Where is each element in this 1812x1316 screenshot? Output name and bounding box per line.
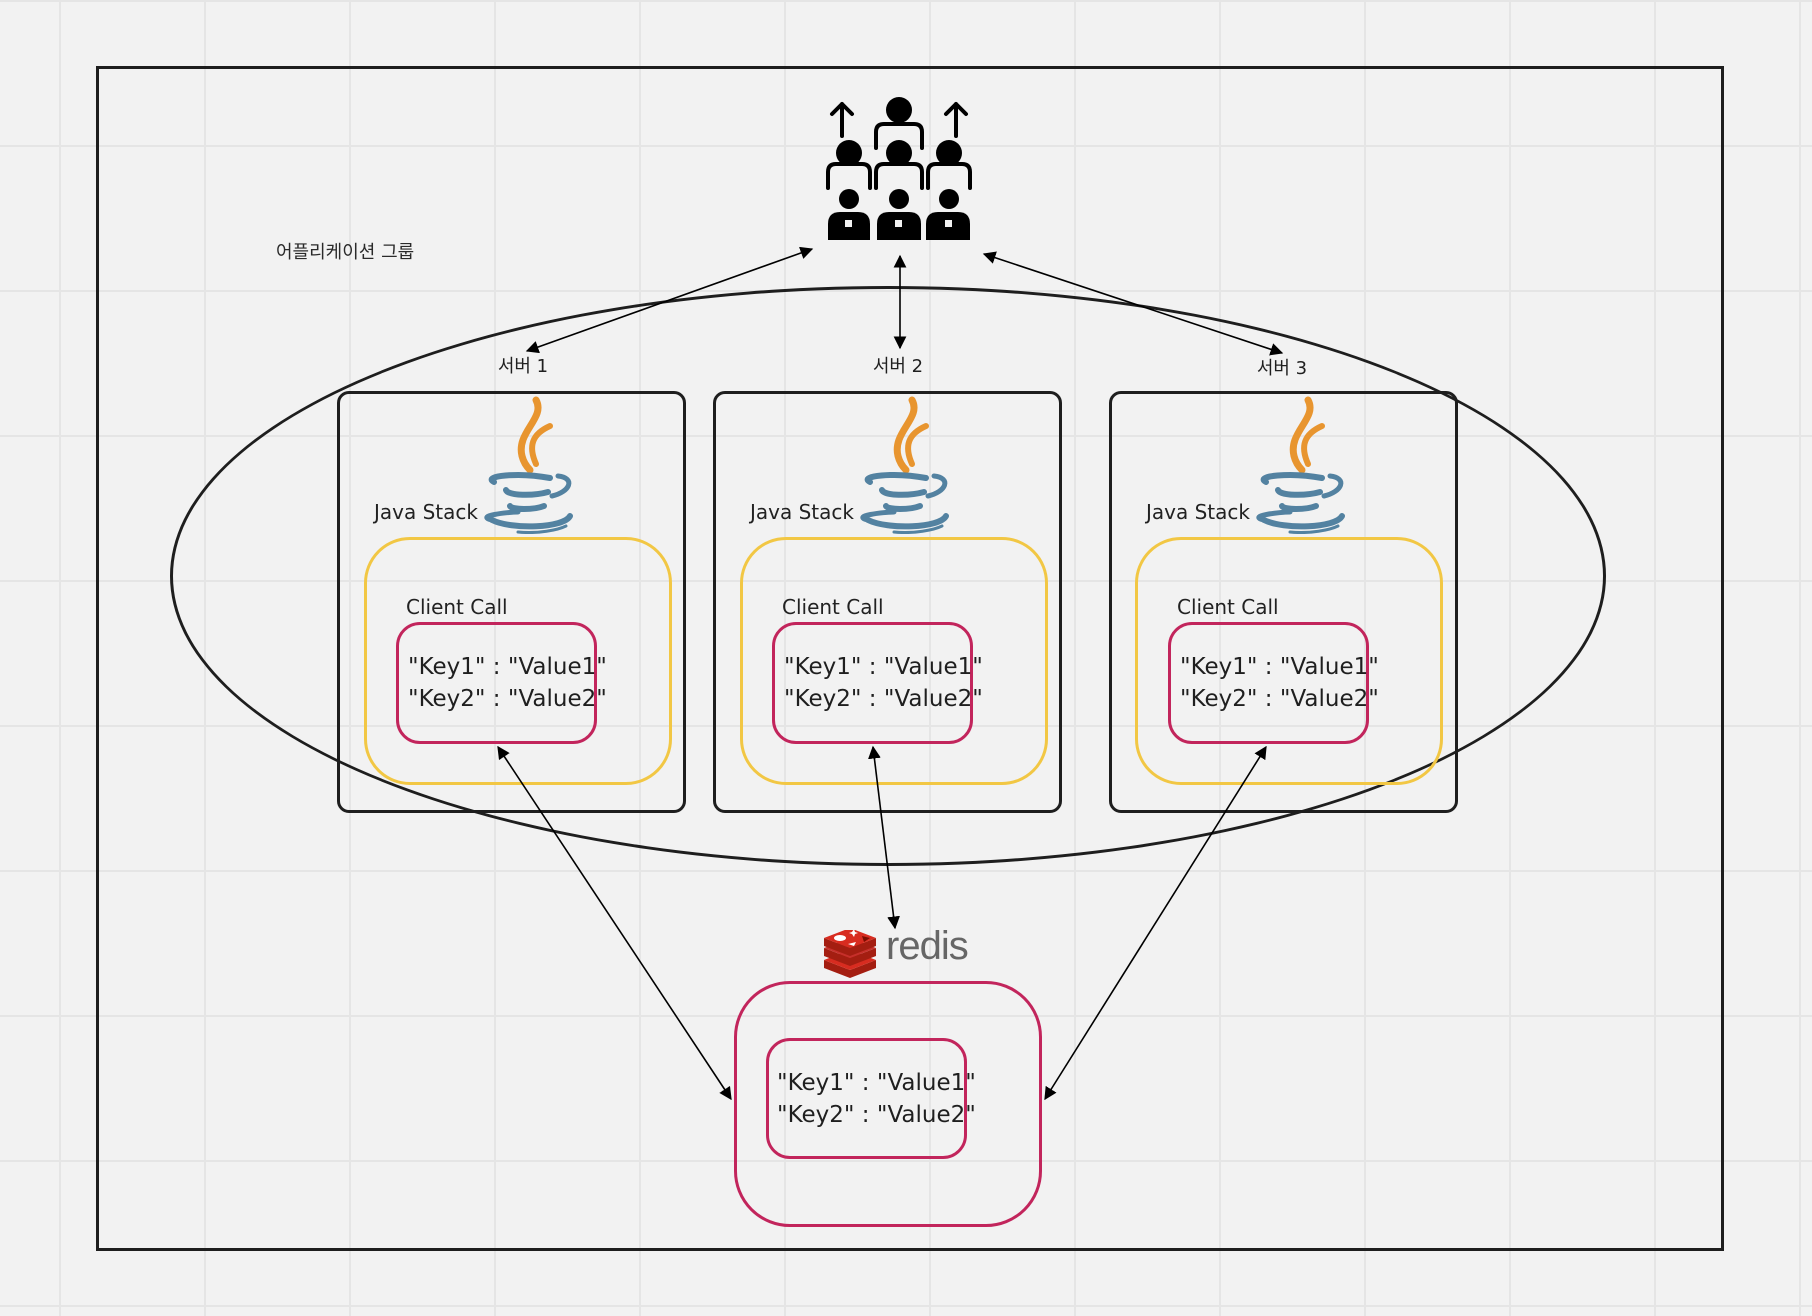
java-icon xyxy=(484,396,573,534)
server-3-cache-entries[interactable]: "Key1" : "Value1" "Key2" : "Value2" xyxy=(1168,622,1379,744)
users-group-icon xyxy=(826,97,972,240)
cache-entry: "Key1" : "Value1" xyxy=(1180,654,1379,680)
redis-container[interactable] xyxy=(734,981,1042,1227)
server-2-label: 서버 2 xyxy=(872,356,924,377)
java-icon xyxy=(1256,396,1345,534)
server-1-cache-entries[interactable]: "Key1" : "Value1" "Key2" : "Value2" xyxy=(396,622,607,744)
java-icon xyxy=(860,396,949,534)
server-1-label: 서버 1 xyxy=(497,356,549,377)
server-1-client-call-label: Client Call xyxy=(406,595,508,619)
server-3-box[interactable] xyxy=(1109,391,1458,813)
server-1-java-stack-label: Java Stack xyxy=(374,500,478,524)
application-group-label: 어플리케이션 그룹 xyxy=(276,242,415,263)
server-3-client-call-label: Client Call xyxy=(1177,595,1279,619)
redis-icon xyxy=(824,930,876,978)
redis-cache-entries[interactable]: "Key1" : "Value1" "Key2" : "Value2" xyxy=(766,1038,976,1159)
server-2-cache-entries[interactable]: "Key1" : "Value1" "Key2" : "Value2" xyxy=(772,622,983,744)
cache-entry: "Key1" : "Value1" xyxy=(777,1069,976,1096)
server-2-java-stack-label: Java Stack xyxy=(750,500,854,524)
outer-frame xyxy=(96,66,1724,1251)
server-3-java-stack-label: Java Stack xyxy=(1146,500,1250,524)
cache-entry: "Key1" : "Value1" xyxy=(408,654,607,680)
cache-entry: "Key2" : "Value2" xyxy=(408,686,607,712)
server-3-label: 서버 3 xyxy=(1256,358,1308,379)
redis-logo-text: redis xyxy=(886,924,969,968)
cache-entry: "Key2" : "Value2" xyxy=(777,1101,976,1128)
server-2-client-call-label: Client Call xyxy=(782,595,884,619)
cache-entry: "Key2" : "Value2" xyxy=(1180,686,1379,712)
cache-entry: "Key1" : "Value1" xyxy=(784,654,983,680)
server-3-client-call-container[interactable] xyxy=(1135,537,1443,785)
cache-entry: "Key2" : "Value2" xyxy=(784,686,983,712)
